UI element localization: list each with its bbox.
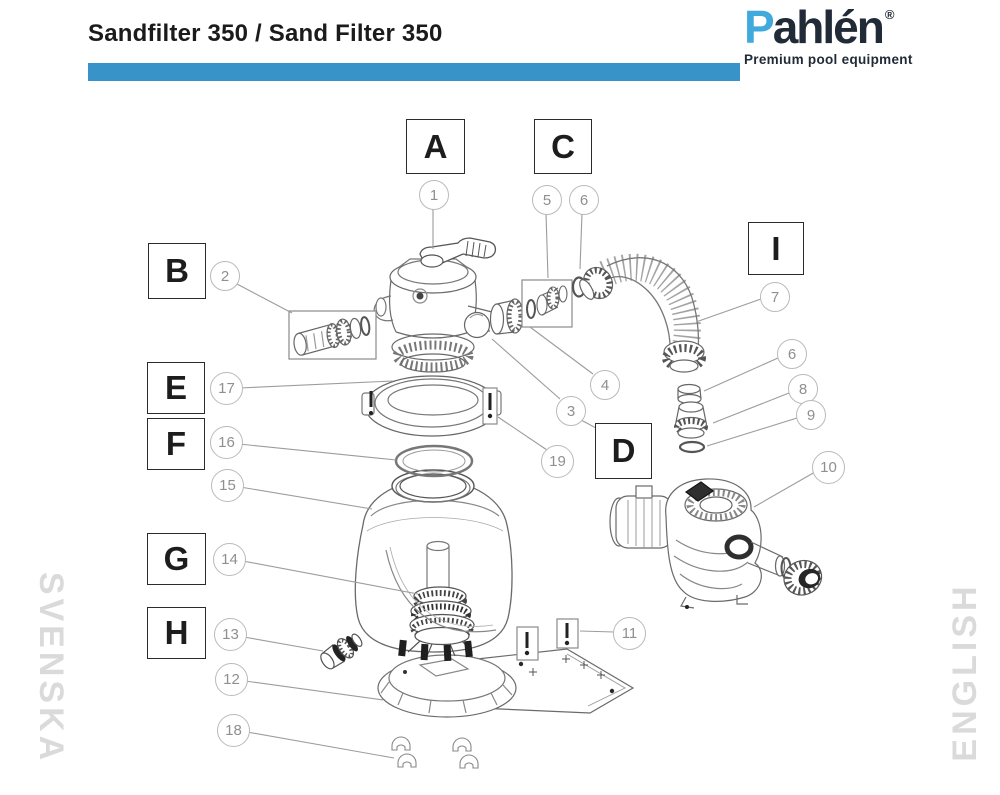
- callout-circle-6b: 6: [777, 339, 807, 369]
- hose-drawing: [579, 253, 706, 373]
- callout-box-i: I: [748, 222, 804, 275]
- callout-circle-19: 19: [541, 445, 574, 478]
- tank-drawing: [354, 469, 513, 657]
- callout-circle-5: 5: [532, 185, 562, 215]
- brand-tagline: Premium pool equipment: [744, 52, 913, 68]
- screw-boxes-drawing: [516, 618, 579, 661]
- accent-bar: [88, 63, 740, 81]
- callout-circle-17: 17: [210, 372, 243, 405]
- callout-circle-13: 13: [214, 618, 247, 651]
- callout-circle-4: 4: [590, 370, 620, 400]
- hose-adapter-box-drawing: [288, 310, 377, 360]
- feet-drawing: [391, 736, 479, 769]
- callout-box-b: B: [148, 243, 206, 299]
- callout-circle-11: 11: [613, 617, 646, 650]
- registered-mark: ®: [884, 7, 895, 22]
- callout-box-d: D: [595, 423, 652, 479]
- callout-circle-7: 7: [760, 282, 790, 312]
- adapter-drawings: [674, 383, 708, 454]
- callout-box-h: H: [147, 607, 206, 659]
- callout-circle-1: 1: [419, 180, 449, 210]
- page-title: Sandfilter 350 / Sand Filter 350: [88, 20, 443, 47]
- brand-wordmark: Pahlén®: [744, 0, 960, 54]
- callout-circle-18: 18: [217, 714, 250, 747]
- callout-circle-14: 14: [213, 543, 246, 576]
- leader-lines: [236, 208, 816, 759]
- callout-circle-15: 15: [211, 469, 244, 502]
- clamp-drawing: [361, 375, 502, 437]
- callout-circle-16: 16: [210, 426, 243, 459]
- union-fitting-drawing: [489, 298, 535, 335]
- brand-logo: Pahlén® Premium pool equipment: [744, 0, 960, 67]
- callout-box-e: E: [147, 362, 205, 414]
- drain-fitting-drawing: [320, 633, 363, 670]
- pump-drawing: [609, 478, 823, 609]
- callout-box-c: C: [534, 119, 592, 174]
- callout-circle-12: 12: [215, 663, 248, 696]
- base-plate-drawing: [377, 648, 635, 718]
- coupling-detail-box-drawing: [521, 279, 573, 328]
- callout-circle-10: 10: [812, 451, 845, 484]
- callout-box-g: G: [147, 533, 206, 585]
- tank-legs-drawing: [398, 639, 473, 662]
- callout-circle-6a: 6: [569, 185, 599, 215]
- valve-drawing: [373, 237, 497, 373]
- callout-circle-3: 3: [556, 396, 586, 426]
- tank-o-ring-drawing: [394, 444, 474, 478]
- callout-box-a: A: [406, 119, 465, 174]
- callout-circle-9: 9: [796, 400, 826, 430]
- callout-box-f: F: [147, 418, 205, 470]
- callout-circle-2: 2: [210, 261, 240, 291]
- callout-circle-8: 8: [788, 374, 818, 404]
